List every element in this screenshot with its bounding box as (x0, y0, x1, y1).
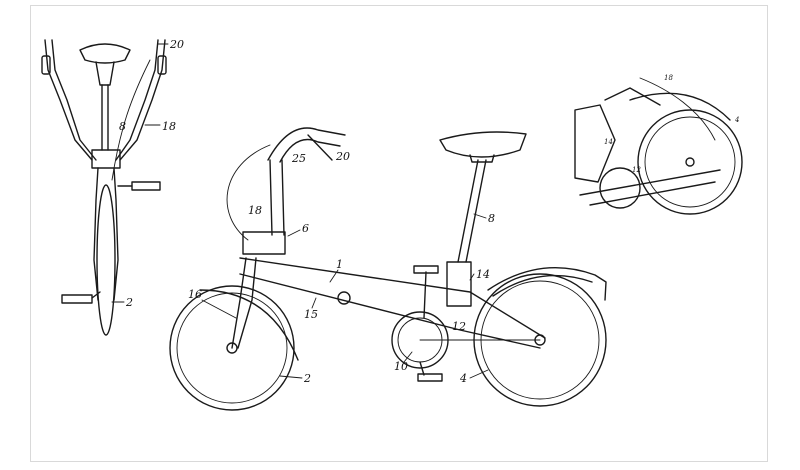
label-frame: 1 (336, 258, 343, 271)
label-front-wheel: 2 (303, 372, 311, 385)
label-grip: 20 (335, 150, 350, 163)
label-seat-post: 8 (488, 212, 495, 225)
label-fork: 16 (188, 288, 202, 301)
label-crank: 10 (394, 360, 408, 373)
front-view: 20 8 18 2 (41, 38, 184, 336)
label-front-cable: 18 (162, 120, 176, 133)
patent-sheet (30, 5, 768, 462)
label-rear-wheel: 4 (459, 372, 467, 385)
label-front-stem: 8 (119, 120, 126, 133)
label-lower-tube: 15 (304, 308, 318, 321)
label-cable: 18 (248, 204, 262, 217)
label-folded-fender: 4 (734, 116, 739, 124)
label-folded-clamp: 14 (604, 138, 613, 146)
label-front-wheel: 2 (125, 296, 133, 309)
label-clamp: 14 (476, 268, 490, 281)
label-hinge: 12 (452, 320, 466, 333)
label-front-handlebar: 20 (169, 38, 184, 51)
side-view: 1 4 8 16 6 15 18 20 2 12 14 25 10 (169, 127, 607, 411)
label-headset: 25 (291, 152, 306, 165)
folded-view: 18 4 14 12 (574, 74, 743, 215)
label-handlebar-post: 6 (302, 222, 309, 235)
label-folded-cable: 18 (664, 74, 673, 82)
label-folded-hinge: 12 (632, 166, 641, 174)
